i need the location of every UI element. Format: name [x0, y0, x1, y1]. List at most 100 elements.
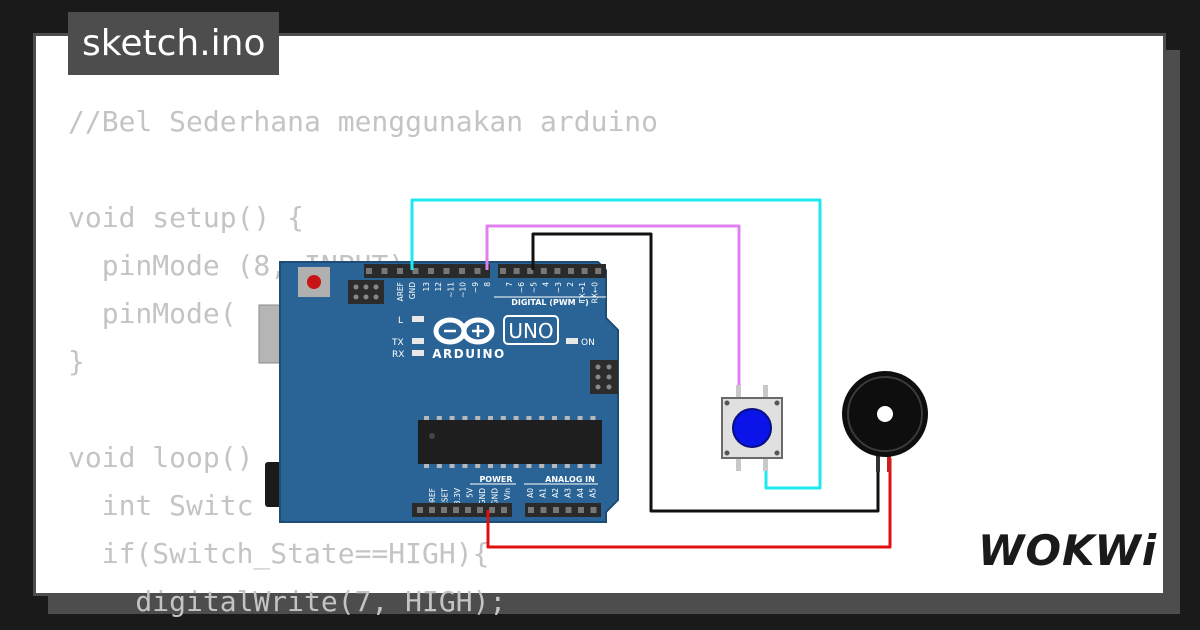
- header-pin[interactable]: [565, 507, 572, 513]
- chip-pin: [436, 416, 442, 420]
- header-pin[interactable]: [489, 507, 495, 513]
- code-line: void loop(): [68, 441, 254, 474]
- button-cap[interactable]: [732, 408, 772, 448]
- analog-pin-label: A0: [526, 488, 535, 498]
- header-pin[interactable]: [474, 268, 481, 274]
- analog-pin-label: A5: [589, 488, 598, 498]
- wire-pin5-to-buzzer[interactable]: [531, 232, 880, 513]
- chip-pin: [539, 464, 545, 468]
- header-pin[interactable]: [540, 268, 547, 274]
- digital-pin-label: AREF: [396, 282, 405, 301]
- header-pin[interactable]: [527, 268, 534, 274]
- led-rx: [412, 350, 424, 356]
- header-pin[interactable]: [453, 507, 459, 513]
- chip-pin: [462, 416, 468, 420]
- led-tx: [412, 338, 424, 344]
- icsp-right-header: [590, 360, 618, 394]
- header-pin[interactable]: [477, 507, 483, 513]
- digital-pin-label: RX←0: [590, 282, 599, 304]
- header-pin[interactable]: [590, 507, 597, 513]
- header-pin[interactable]: [500, 268, 506, 274]
- digital-pin-label: ~9: [471, 282, 480, 293]
- digital-header: [364, 264, 606, 278]
- chip-pin: [590, 416, 596, 420]
- reset-button-cap: [307, 275, 321, 289]
- chip-pin: [449, 416, 455, 420]
- analog-pin-label: A2: [551, 488, 560, 498]
- digital-pin-label: ~10: [459, 282, 468, 298]
- header-pin[interactable]: [397, 268, 403, 274]
- arduino-infinity-icon: [433, 317, 495, 345]
- header-pin[interactable]: [412, 268, 419, 274]
- code-line: //Bel Sederhana menggunakan arduino: [68, 105, 659, 138]
- analog-pin-label: A1: [539, 488, 548, 498]
- digital-header-label: DIGITAL (PWM ~): [511, 298, 589, 307]
- digital-pin-label: 4: [542, 282, 551, 287]
- header-pin[interactable]: [540, 507, 547, 513]
- header-pin[interactable]: [513, 268, 520, 274]
- header-pin[interactable]: [366, 268, 372, 274]
- wire-pin8-to-button[interactable]: [485, 224, 741, 388]
- power-pin-label: IOREF: [428, 488, 437, 510]
- wire-gnd-to-button[interactable]: [410, 198, 822, 490]
- header-pin[interactable]: [528, 507, 534, 513]
- icsp-header: [348, 280, 384, 304]
- chip-pin: [526, 464, 532, 468]
- header-pin[interactable]: [443, 268, 450, 274]
- power-pin-label: GND: [478, 488, 487, 505]
- header-pin[interactable]: [381, 268, 388, 274]
- header-pin[interactable]: [553, 507, 559, 513]
- power-pin-label: 5V: [466, 487, 475, 498]
- bottom-headers: [412, 503, 601, 517]
- header-pin[interactable]: [429, 507, 435, 513]
- led-tx-label: TX: [391, 338, 404, 348]
- header-pin[interactable]: [459, 268, 465, 274]
- chip-pin: [513, 416, 519, 420]
- analog-label: ANALOG IN: [545, 475, 595, 484]
- digital-pin-label: TX→1: [578, 282, 587, 304]
- code-background: //Bel Sederhana menggunakan arduino void …: [68, 98, 658, 626]
- header-pin[interactable]: [441, 507, 447, 513]
- header-pin[interactable]: [465, 507, 471, 513]
- header-pin[interactable]: [578, 507, 584, 513]
- model-label: UNO: [508, 319, 553, 343]
- power-label: POWER: [479, 475, 512, 484]
- digital-pin-label: 2: [566, 282, 575, 287]
- analog-pin-label: A3: [564, 488, 573, 498]
- header-pin[interactable]: [501, 507, 507, 513]
- chip-pin: [564, 464, 570, 468]
- power-pin-label: Vin: [503, 488, 512, 500]
- wokwi-logo[interactable]: WOKWi: [978, 526, 1158, 575]
- digital-pin-label: 13: [422, 282, 431, 292]
- chip-pin: [552, 416, 557, 420]
- wire-5v-to-buzzer[interactable]: [486, 458, 892, 549]
- header-pin[interactable]: [417, 507, 423, 513]
- code-line: void setup() {: [68, 201, 305, 234]
- chip-pin: [526, 416, 532, 420]
- header-pin[interactable]: [568, 268, 574, 274]
- digital-pin-holes: [366, 268, 602, 274]
- bottom-pin-holes: [417, 507, 597, 513]
- header-pin[interactable]: [595, 268, 602, 274]
- chip-pin: [577, 416, 583, 420]
- chip-pin: [500, 464, 506, 468]
- push-button[interactable]: [721, 385, 783, 471]
- header-pin[interactable]: [428, 268, 434, 274]
- power-pin-label: RESET: [441, 488, 450, 512]
- header-pin[interactable]: [554, 268, 561, 274]
- code-line: }: [68, 345, 85, 378]
- chip-pins: [424, 416, 596, 468]
- code-line: if(Switch_State==HIGH){: [68, 537, 490, 570]
- filename-tab[interactable]: sketch.ino: [68, 12, 280, 75]
- digital-pin-label: ~5: [529, 282, 538, 293]
- header-pin[interactable]: [581, 268, 588, 274]
- buzzer[interactable]: [842, 371, 928, 472]
- analog-pin-label: A4: [576, 488, 585, 498]
- chip-pin: [590, 464, 596, 468]
- buzzer-hole: [877, 406, 893, 422]
- chip-notch: [429, 433, 435, 439]
- chip-pin: [475, 416, 481, 420]
- chip-pin: [500, 416, 506, 420]
- chip-pin: [552, 464, 557, 468]
